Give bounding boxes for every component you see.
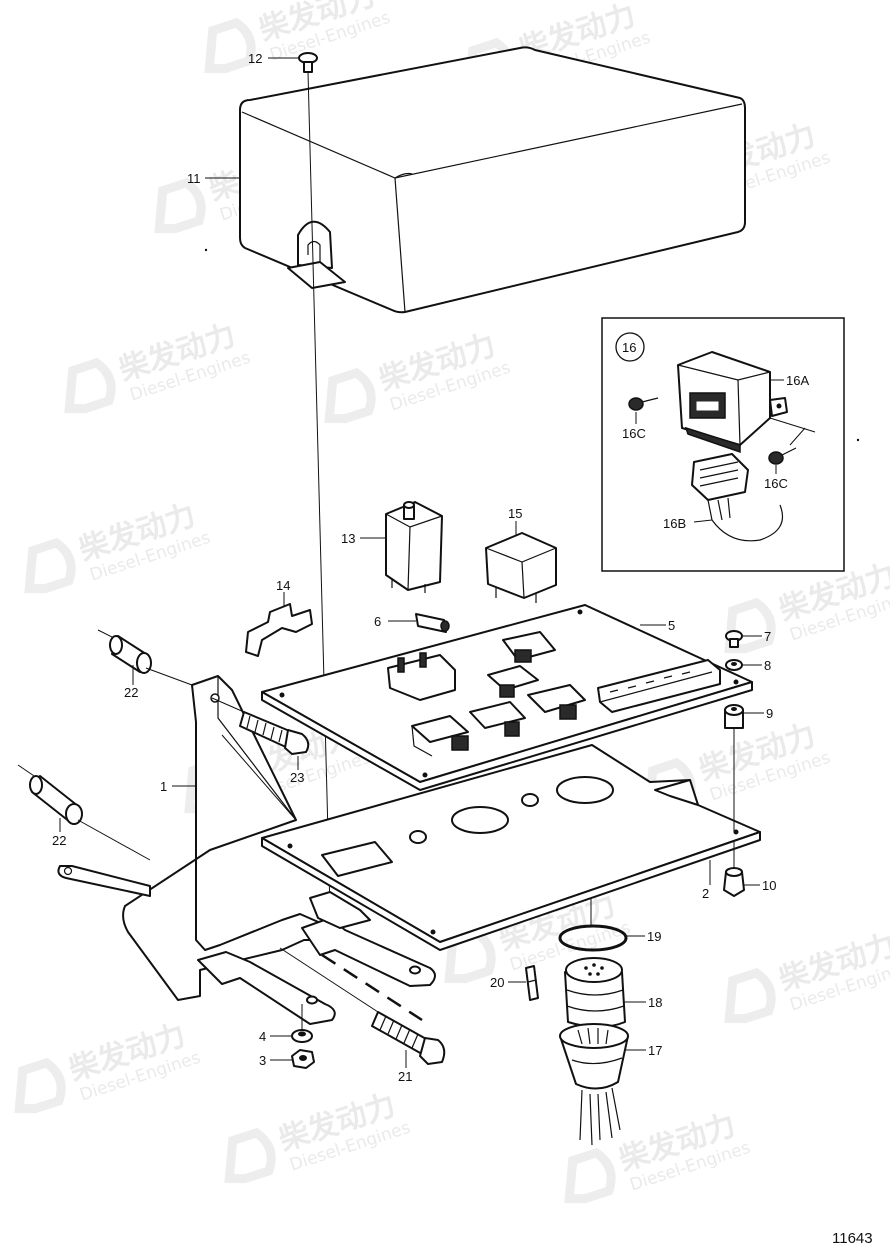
- label-22-top: 22: [124, 685, 138, 700]
- spacer-9: [724, 704, 744, 729]
- connector-18: [564, 957, 626, 1028]
- label-1: 1: [160, 779, 167, 794]
- label-16B: 16B: [663, 516, 686, 531]
- main-bracket-1: [57, 675, 436, 1025]
- label-19: 19: [647, 929, 661, 944]
- relay-15: [485, 532, 557, 603]
- label-23: 23: [290, 770, 304, 785]
- label-16C-right: 16C: [764, 476, 788, 491]
- label-16: 16: [622, 340, 636, 355]
- screw-7: [725, 630, 743, 648]
- cover-box: [239, 46, 746, 314]
- label-11: 11: [187, 171, 201, 186]
- watermark: 柴发动力 Diesel-Engines: [64, 318, 253, 414]
- part-labels: 12 11 16 16A 16C 16C 16B 13 15 14 6 5 7: [52, 51, 809, 1084]
- watermark: 柴发动力 Diesel-Engines: [14, 1018, 203, 1114]
- label-18: 18: [648, 995, 662, 1010]
- label-12: 12: [248, 51, 262, 66]
- scan-dot: [856, 438, 860, 442]
- watermark: 柴发动力 Diesel-Engines: [564, 1108, 753, 1204]
- scan-dot: [204, 248, 208, 252]
- label-5: 5: [668, 618, 675, 633]
- fuse-6: [388, 613, 450, 633]
- watermark: 柴发动力 Diesel-Engines: [24, 498, 213, 594]
- bolt-23: [211, 697, 310, 755]
- label-8: 8: [764, 658, 771, 673]
- label-2: 2: [702, 886, 709, 901]
- label-15: 15: [508, 506, 522, 521]
- label-6: 6: [374, 614, 381, 629]
- inset-16: [601, 317, 845, 572]
- washer-8: [725, 659, 743, 671]
- base-plate-2: [261, 744, 761, 951]
- clip-20: [525, 965, 539, 1001]
- label-7: 7: [764, 629, 771, 644]
- label-3: 3: [259, 1053, 266, 1068]
- nut-3: [291, 1049, 315, 1069]
- cable-gland-17: [559, 1023, 629, 1146]
- label-16A: 16A: [786, 373, 809, 388]
- label-22-bottom: 22: [52, 833, 66, 848]
- label-4: 4: [259, 1029, 266, 1044]
- label-9: 9: [766, 706, 773, 721]
- label-17: 17: [648, 1043, 662, 1058]
- watermark: 柴发动力 Diesel-Engines: [724, 558, 890, 654]
- label-21: 21: [398, 1069, 412, 1084]
- watermark-layer: 柴发动力 Diesel-Engines 柴发动力 Diesel-Engines …: [14, 0, 890, 1204]
- circuit-board-5: [261, 604, 753, 791]
- nut-10: [723, 867, 745, 897]
- label-13: 13: [341, 531, 355, 546]
- o-ring-19: [558, 924, 628, 952]
- spacer-22-top: [97, 629, 193, 686]
- watermark: 柴发动力 Diesel-Engines: [324, 328, 513, 424]
- figure-number: 11643: [832, 1230, 873, 1247]
- washer-4: [291, 1004, 313, 1043]
- watermark: 柴发动力 Diesel-Engines: [224, 1088, 413, 1184]
- label-20: 20: [490, 975, 504, 990]
- bracket-14: [245, 603, 313, 657]
- label-16C-left: 16C: [622, 426, 646, 441]
- bolt-21: [279, 947, 446, 1065]
- spacer-22-bottom: [17, 764, 151, 861]
- label-14: 14: [276, 578, 290, 593]
- relay-13: [385, 501, 443, 593]
- watermark: 柴发动力 Diesel-Engines: [724, 928, 890, 1024]
- screw-12: [298, 52, 331, 911]
- watermark: 柴发动力 Diesel-Engines: [204, 0, 393, 74]
- label-10: 10: [762, 878, 776, 893]
